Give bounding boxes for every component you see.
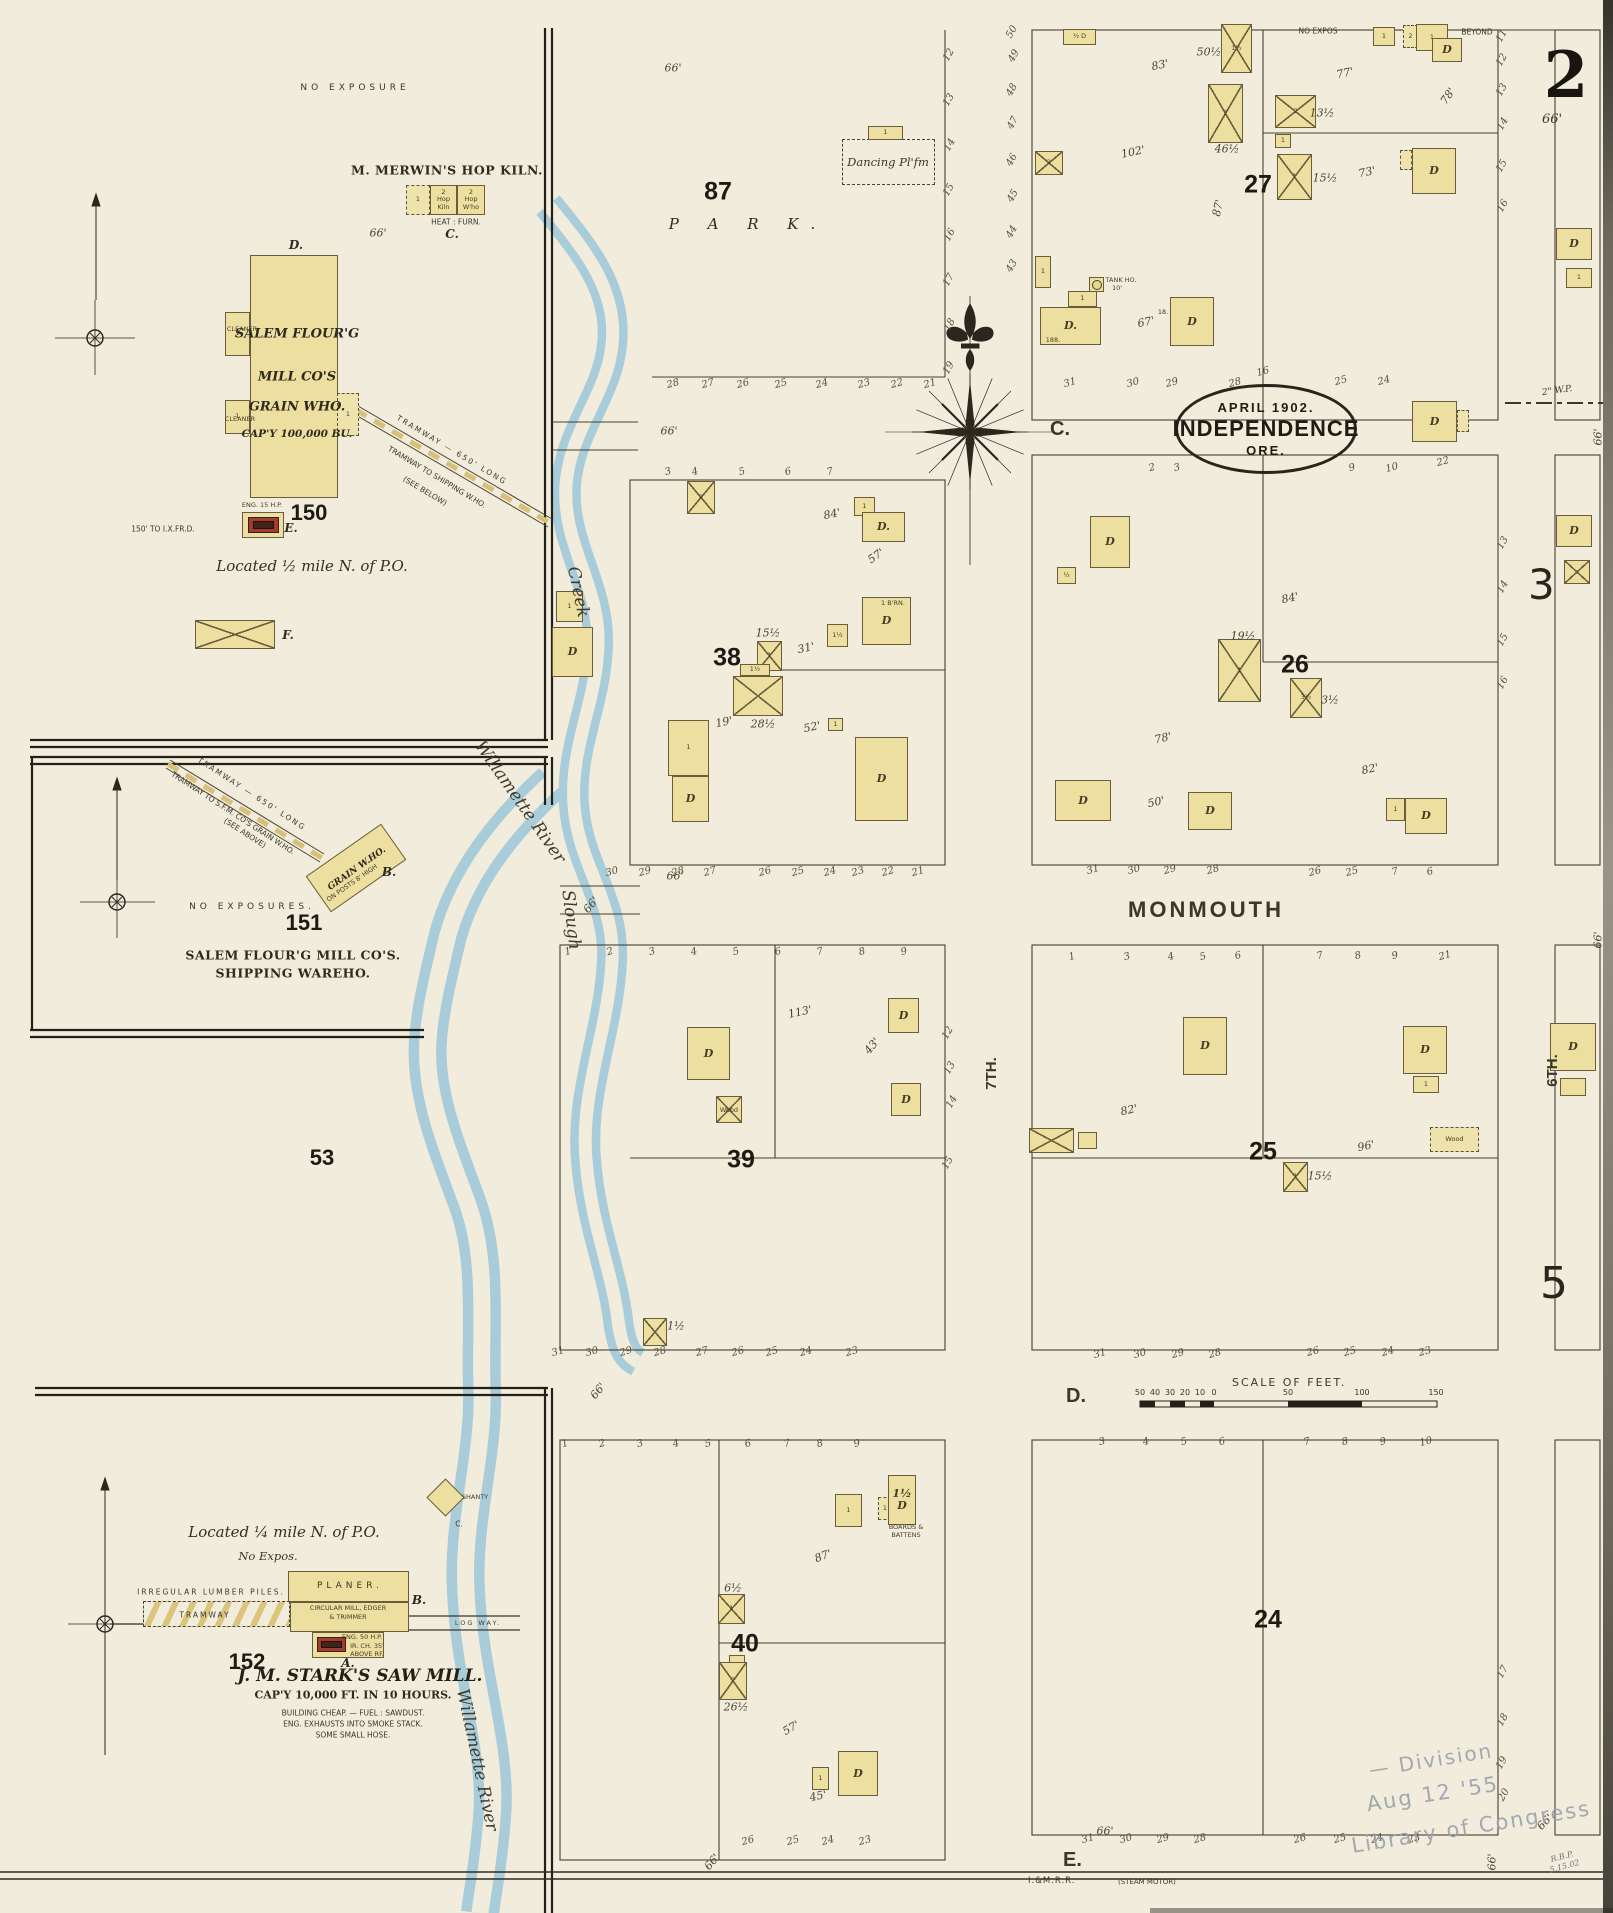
title-city: INDEPENDENCE [1172, 416, 1360, 441]
fleur-de-lis-icon [946, 303, 994, 371]
street-label-e: E. [1063, 1849, 1082, 1871]
scale-tick: 50 [1282, 1388, 1294, 1397]
scale-tick: 20 [1179, 1388, 1191, 1397]
scale-tick: 30 [1164, 1388, 1176, 1397]
railroad-lines [0, 1871, 1613, 1880]
mill-gable-lines [251, 259, 337, 491]
scale-tick: 50 [1134, 1388, 1146, 1397]
title-oval: APRIL 1902. INDEPENDENCE ORE. [1172, 384, 1360, 474]
scale-tick: 100 [1354, 1388, 1370, 1397]
sawmill-tramway-corridor [143, 1601, 290, 1627]
adjacent-sheet-ref-upper: 3 [1528, 560, 1555, 609]
scale-tick: 40 [1149, 1388, 1161, 1397]
tramway-lines [165, 405, 553, 863]
block-outlines [552, 29, 1601, 1861]
scale-bar-label: SCALE OF FEET. [1232, 1376, 1347, 1389]
street-label-d: D. [1066, 1385, 1086, 1407]
adjacent-sheet-ref-lower: 5 [1540, 1258, 1568, 1309]
scale-tick: 0 [1211, 1388, 1217, 1397]
title-date: APRIL 1902. [1217, 400, 1315, 415]
street-label-6th: 6TH. [1543, 1054, 1561, 1087]
inset-section-borders [30, 28, 554, 1913]
street-label-7th: 7TH. [982, 1057, 1000, 1090]
scale-tick: 10 [1194, 1388, 1206, 1397]
title-state: ORE. [1246, 443, 1286, 458]
sheet-number: 2 [1543, 38, 1589, 113]
paper-edge-right [1603, 0, 1613, 1913]
paper-edge-bottom [1150, 1908, 1613, 1913]
railroad-note: (STEAM MOTOR) [1118, 1878, 1176, 1886]
compass-rose-icon [885, 296, 1055, 565]
scale-bar [1139, 1400, 1438, 1408]
street-width-note: 66' [1542, 112, 1563, 127]
survey-marks [55, 192, 155, 1755]
railroad-label: I.&M.R.R. [1028, 1876, 1076, 1886]
street-label-c: C. [1050, 418, 1070, 440]
street-label-monmouth: MONMOUTH [1128, 897, 1284, 922]
scale-tick: 150 [1428, 1388, 1444, 1397]
